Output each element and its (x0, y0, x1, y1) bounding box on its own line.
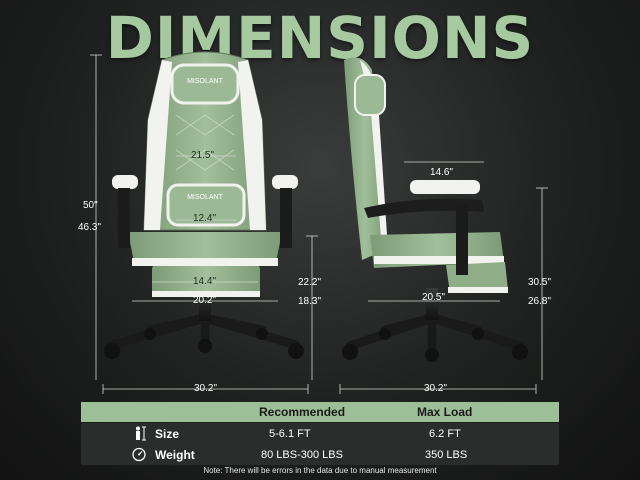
front-chair: MISOLANT MISOLANT (104, 51, 304, 359)
front-seat-outer-width-label: 20.2" (193, 295, 217, 306)
person-height-icon (136, 426, 146, 441)
side-arm-height-max-label: 30.5" (528, 277, 552, 288)
side-base (345, 313, 525, 353)
size-max-value: 6.2 FT (429, 428, 461, 440)
size-recommended-value: 5-6.1 FT (269, 428, 311, 440)
side-arm-height-min-label: 26.8" (528, 296, 552, 307)
table-row: Weight 80 LBS-300 LBS 350 LBS (81, 444, 559, 465)
svg-text:MISOLANT: MISOLANT (187, 78, 224, 85)
weight-max-value: 350 LBS (425, 449, 468, 461)
front-height-total-label: 50" (83, 200, 98, 211)
side-dimension-lines (339, 161, 548, 394)
scale-weight-icon (132, 447, 146, 462)
front-base (107, 313, 301, 350)
svg-text:MISOLANT: MISOLANT (187, 194, 224, 201)
front-base-width-label: 30.2" (194, 383, 218, 394)
side-seat-depth-label: 20.5" (422, 292, 446, 303)
table-row: Size 5-6.1 FT 6.2 FT (81, 423, 559, 444)
chair-illustration: MISOLANT MISOLANT (90, 51, 548, 394)
front-backrest-width-label: 21.5" (191, 150, 215, 161)
front-lumbar-width-label: 12.4" (193, 213, 217, 224)
col-max-load: Max Load (417, 405, 473, 419)
front-seat-height-max-label: 22.2" (298, 277, 322, 288)
row-label-size: Size (155, 427, 180, 441)
front-seat-width-label: 14.4" (193, 276, 217, 287)
row-label-weight: Weight (155, 448, 195, 462)
front-wheels (104, 328, 304, 359)
side-armrest-depth-label: 14.6" (430, 167, 454, 178)
front-height-min-label: 46.3" (78, 222, 102, 233)
front-seat-height-min-label: 18.3" (298, 296, 322, 307)
spec-table: Recommended Max Load Size 5-6.1 FT 6.2 F… (81, 402, 559, 465)
side-wheels (342, 328, 528, 362)
weight-recommended-value: 80 LBS-300 LBS (261, 449, 343, 461)
side-base-width-label: 30.2" (424, 383, 448, 394)
col-recommended: Recommended (259, 405, 346, 419)
front-dimension-lines (90, 54, 318, 394)
spec-table-header: Recommended Max Load (81, 402, 559, 422)
side-chair (342, 57, 528, 362)
measurement-note: Note: There will be errors in the data d… (203, 466, 437, 475)
